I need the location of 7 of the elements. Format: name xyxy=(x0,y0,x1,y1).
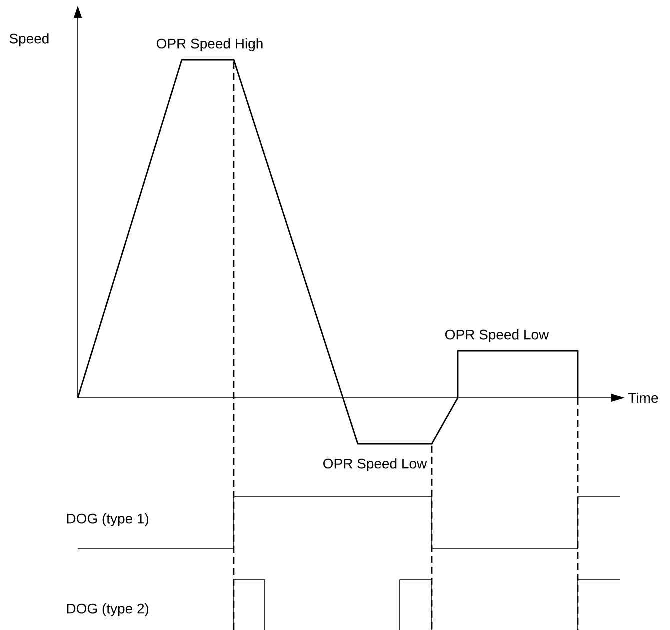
axis-label: Time xyxy=(628,392,658,404)
level-label: OPR Speed High xyxy=(156,38,263,52)
axis-label: Speed xyxy=(10,33,49,47)
signal-label: DOG (type 1) xyxy=(67,513,149,527)
level-label: OPR Speed Low xyxy=(446,329,550,343)
signal-label: DOG (type 2) xyxy=(67,603,149,617)
level-label: OPR Speed Low xyxy=(324,458,428,472)
